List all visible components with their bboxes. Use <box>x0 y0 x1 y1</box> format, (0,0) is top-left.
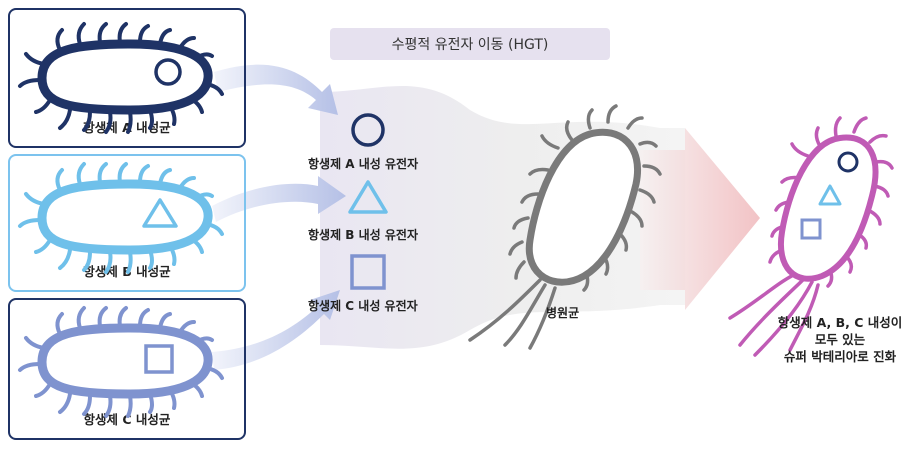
gene-c-square-icon <box>350 254 386 290</box>
super-gene-square-icon <box>800 218 822 240</box>
pathogen-bacterium <box>468 104 662 350</box>
super-gene-circle-icon <box>837 151 859 173</box>
bacterium-c <box>18 306 224 418</box>
result-line-1: 항생제 A, B, C 내성이 <box>777 315 903 330</box>
gene-c-label: 항생제 C 내성 유전자 <box>308 299 418 313</box>
gene-a-circle-icon <box>351 113 385 147</box>
result-line-2: 모두 있는 <box>814 332 866 347</box>
gene-b-label: 항생제 B 내성 유전자 <box>308 228 419 242</box>
super-gene-triangle-icon <box>818 184 842 206</box>
bacterium-a <box>18 22 224 134</box>
super-bacterium <box>728 116 894 357</box>
transfer-arrow-b <box>212 176 346 222</box>
super-bacteria-label: 항생제 A, B, C 내성이 모두 있는 슈퍼 박테리아로 진화 <box>760 314 920 365</box>
gene-b-triangle-icon <box>348 180 388 214</box>
hgt-title: 수평적 유전자 이동 (HGT) <box>330 28 610 60</box>
evolution-arrow <box>640 128 760 310</box>
gene-a-label: 항생제 A 내성 유전자 <box>308 157 419 171</box>
pathogen-label: 병원균 <box>546 306 580 320</box>
bacterium-b <box>18 162 224 274</box>
result-line-3: 슈퍼 박테리아로 진화 <box>783 349 897 364</box>
